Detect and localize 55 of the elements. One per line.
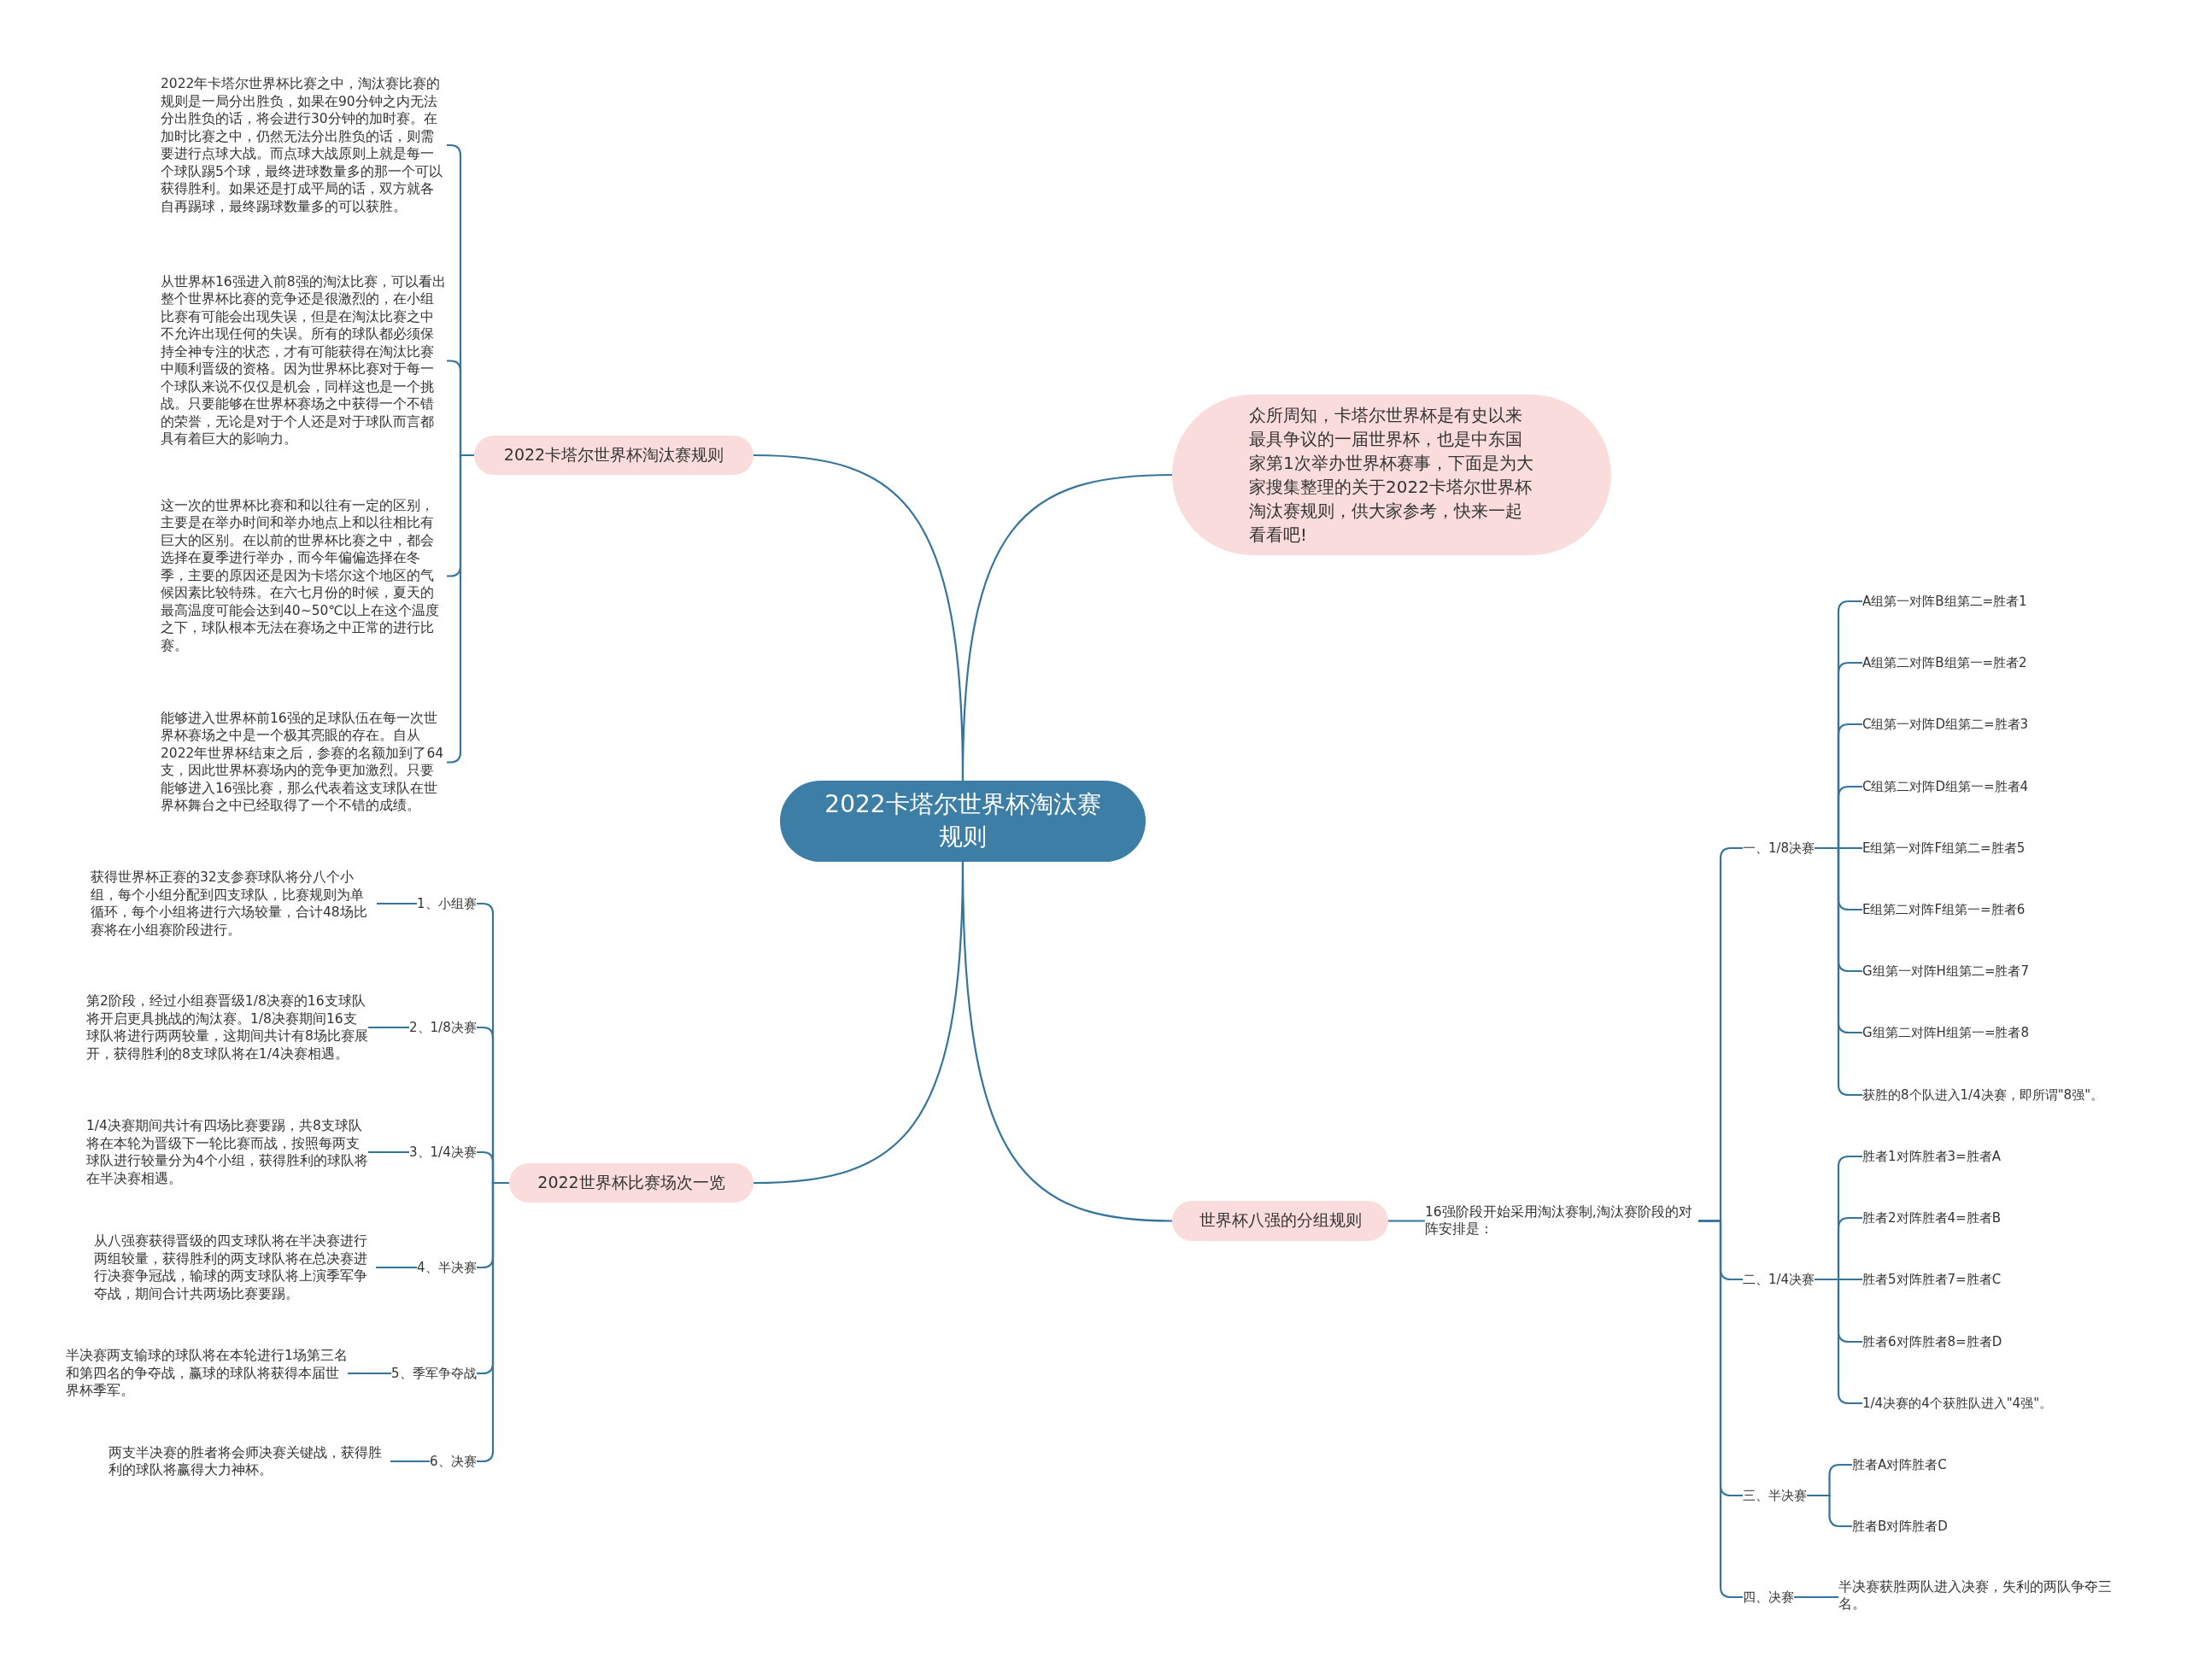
paragraph-text: 这一次的世界杯比赛和和以往有一定的区别，主要是在举办时间和举办地点上和以往相比有巨大的区别。在以前的世界杯比赛之中，都会选择在夏季进行举办，而今年偏偏选择在冬季，主要的原因还是因为卡塔尔这个地区的气候因素比较特殊。在六七月份的时候，夏天的最高温度可能会达到40~50℃以上在这个温度之下，球队根本无法在赛场之中正常的进行比赛。 <box>161 496 447 654</box>
topic-pill: 2022卡塔尔世界杯淘汰赛规则 <box>474 436 753 475</box>
connector-line <box>376 1266 417 1269</box>
match-text: E组第二对阵F组第一=胜者6 <box>1862 901 2026 918</box>
description-text: 半决赛两支输球的球队将在本轮进行1场第三名和第四名的争夺战，赢球的球队将获得本届世界杯季军。 <box>66 1347 348 1400</box>
central-topic: 2022卡塔尔世界杯淘汰赛规则 <box>780 780 1146 862</box>
paragraph-text: 能够进入世界杯前16强的足球队伍在每一次世界杯赛场之中是一个极其亮眼的存在。自从2022年世界杯结束之后，参赛的名额加到了64支，因此世界杯赛场内的竞争更加激烈。只要能够进入16强比赛，那么代表着这支球队在世界杯舞台之中已经取得了一个不错的成绩。 <box>161 709 447 815</box>
stage-label: 一、1/8决赛 <box>1743 840 1815 857</box>
connector-line <box>477 1181 509 1463</box>
paragraph-text: 从世界杯16强进入前8强的淘汰比赛，可以看出整个世界杯比赛的竞争还是很激烈的，在小组比赛有可能会出现失误，但是在淘汰比赛之中不允许出现任何的失误。所有的球队都必须保持全神专注的状态，才有可能获得在淘汰比赛中顺利晋级的资格。因为世界杯比赛对于每一个球队来说不仅仅是机会，同样这也是一个挑战。只要能够在世界杯赛场之中获得一个不错的荣誉，无论是对于个人还是对于球队而言都具有着巨大的影响力。 <box>161 272 447 448</box>
connector-line <box>961 861 1173 1222</box>
connector-line <box>1807 1494 1852 1528</box>
match-text: G组第一对阵H组第二=胜者7 <box>1862 963 2029 980</box>
match-text: 胜者6对阵胜者8=胜者D <box>1862 1332 2002 1350</box>
connector-line <box>1794 1595 1838 1599</box>
topic-pill: 世界杯八强的分组规则 <box>1172 1200 1388 1241</box>
connector-line <box>348 1372 391 1375</box>
match-text: 胜者B对阵胜者D <box>1852 1518 1948 1535</box>
match-text: 胜者5对阵胜者7=胜者C <box>1862 1271 2002 1289</box>
match-text: 胜者1对阵胜者3=胜者A <box>1862 1148 2001 1165</box>
stage-label: 3、1/4决赛 <box>409 1144 477 1161</box>
description-text: 半决赛获胜两队进入决赛，失利的两队争夺三名。 <box>1838 1578 2120 1613</box>
match-text: C组第一对阵D组第二=胜者3 <box>1862 716 2029 734</box>
stage-label: 二、1/4决赛 <box>1743 1271 1815 1288</box>
description-text: 1/4决赛期间共计有四场比赛要踢，共8支球队将在本轮为晋级下一轮比赛而战，按照每两支球队进行较量分为4个小组，获得胜利的球队将在半决赛相遇。 <box>86 1117 368 1187</box>
match-text: C组第二对阵D组第一=胜者4 <box>1862 777 2029 795</box>
match-text: 1/4决赛的4个获胜队进入"4强"。 <box>1862 1394 2053 1412</box>
match-text: A组第一对阵B组第二=胜者1 <box>1862 593 2027 610</box>
match-text: E组第一对阵F组第二=胜者5 <box>1862 839 2026 857</box>
stage-label: 6、决赛 <box>430 1453 477 1470</box>
stage-label: 1、小组赛 <box>417 895 477 912</box>
match-text: A组第二对阵B组第一=胜者2 <box>1862 654 2027 672</box>
description-text: 第2阶段，经过小组赛晋级1/8决赛的16支球队将开启更具挑战的淘汰赛。1/8决赛期间16支球队将进行两两较量，这期间共计有8场比赛展开，获得胜利的8支球队将在1/4决赛相遇。 <box>86 992 368 1062</box>
topic-text: 16强阶段开始采用淘汰赛制,淘汰赛阶段的对阵安排是： <box>1425 1203 1698 1238</box>
connector-line <box>390 1460 430 1463</box>
stage-label: 5、季军争夺战 <box>391 1365 477 1382</box>
paragraph-text: 2022年卡塔尔世界杯比赛之中，淘汰赛比赛的规则是一局分出胜负，如果在90分钟之内无法分出胜负的话，将会进行30分钟的加时赛。在加时比赛之中，仍然无法分出胜负的话，则需要进行点球大战。而点球大战原则上就是每一个球队踢5个球，最终进球数量多的那一个可以获得胜利。如果还是打成平局的话，双方就各自再踢球，最终踢球数量多的可以获胜。 <box>161 75 447 215</box>
description-text: 两支半决赛的胜者将会师决赛关键战，获得胜利的球队将赢得大力神杯。 <box>108 1443 390 1479</box>
match-text: 获胜的8个队进入1/4决赛，即所谓"8强"。 <box>1862 1086 2104 1103</box>
connector-line <box>1388 1220 1425 1222</box>
topic-pill: 2022世界杯比赛场次一览 <box>509 1163 753 1203</box>
match-text: G组第二对阵H组第一=胜者8 <box>1862 1024 2029 1042</box>
connector-line <box>368 1026 409 1029</box>
description-text: 从八强赛获得晋级的四支球队将在半决赛进行两组较量，获得胜利的两支球队将在总决赛进行决赛争冠战，输球的两支球队将上演季军争夺战，期间合计共两场比赛要踢。 <box>94 1232 376 1302</box>
description-text: 获得世界杯正赛的32支参赛球队将分八个小组，每个小组分配到四支球队，比赛规则为单循环，每个小组将进行六场较量，合计48场比赛将在小组赛阶段进行。 <box>91 869 377 939</box>
stage-label: 四、决赛 <box>1743 1589 1794 1606</box>
connector-line <box>961 473 1173 781</box>
connector-line <box>368 1150 409 1154</box>
stage-label: 2、1/8决赛 <box>409 1019 477 1036</box>
connector-line <box>377 902 417 905</box>
match-text: 胜者A对阵胜者C <box>1852 1456 1947 1473</box>
stage-label: 三、半决赛 <box>1743 1487 1807 1504</box>
match-text: 胜者2对阵胜者4=胜者B <box>1862 1209 2001 1227</box>
intro-bubble: 众所周知，卡塔尔世界杯是有史以来最具争议的一届世界杯，也是中东国家第1次举办世界杯赛事，下面是为大家搜集整理的关于2022卡塔尔世界杯淘汰赛规则，供大家参考，快来一起看看吧! <box>1172 395 1611 555</box>
stage-label: 4、半决赛 <box>417 1259 477 1276</box>
